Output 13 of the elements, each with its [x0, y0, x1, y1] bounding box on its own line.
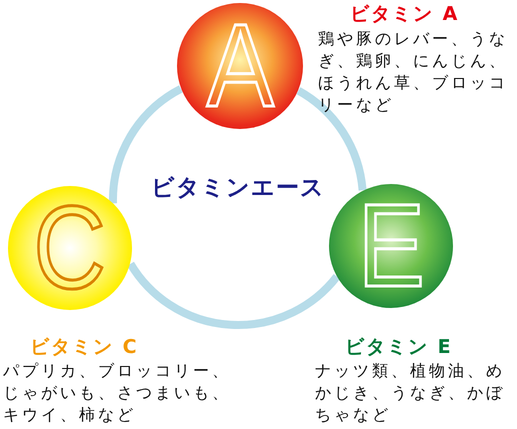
circle-letter: C [34, 189, 106, 307]
vitamin-heading: ビタミン C [30, 336, 139, 359]
circle-letter: A [206, 7, 274, 125]
vitamin-heading: ビタミン A [350, 3, 460, 26]
food-list: ナッツ類、植物油、めかじき、うなぎ、かぼちゃなど [315, 360, 515, 426]
vitamin-heading: ビタミン E [345, 336, 453, 359]
ring-arc [296, 87, 367, 191]
ring-arc [109, 85, 183, 204]
circle-letter: E [358, 187, 424, 305]
food-list: パプリカ、ブロッコリー、じゃがいも、さつまいも、キウイ、柿など [3, 360, 237, 426]
ring-arc [127, 262, 340, 329]
food-list: 鶏や豚のレバー、うなぎ、鶏卵、にんじん、ほうれん草、ブロッコリーなど [318, 28, 517, 116]
center-title: ビタミンエース [150, 174, 326, 203]
